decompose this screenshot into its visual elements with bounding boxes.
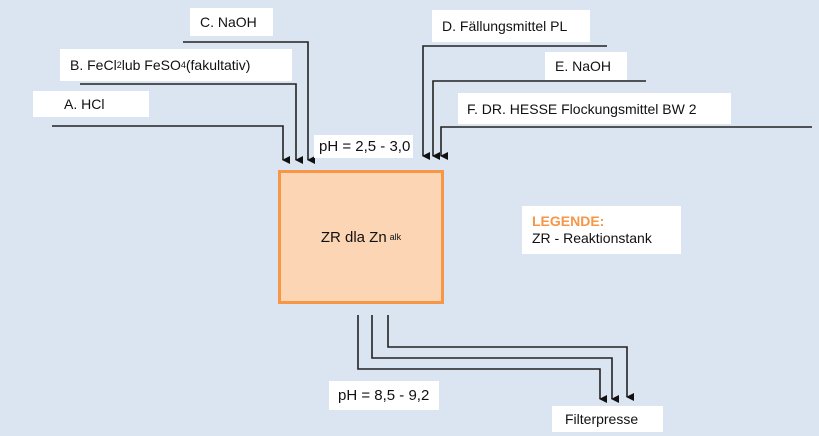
outlet-3 (387, 315, 634, 401)
legend: LEGENDE: ZR - Reaktionstank (522, 206, 681, 254)
ph-inlet-label: pH = 2,5 - 3,0 (314, 135, 413, 158)
line-f (440, 126, 812, 160)
outlet-1 (357, 315, 607, 403)
tank-label: ZR dla Zn (320, 228, 387, 246)
ph-outlet-label: pH = 8,5 - 9,2 (329, 381, 439, 410)
input-f-label: F. DR. HESSE Flockungsmittel BW 2 (458, 93, 731, 124)
outlet-2 (371, 315, 619, 403)
tank-label-sub: alk (389, 232, 402, 242)
legend-entry: ZR - Reaktionstank (532, 230, 652, 246)
input-e-label: E. NaOH (545, 52, 627, 80)
input-d-label: D. Fällungsmittel PL (432, 10, 590, 42)
filterpresse-label: Filterpresse (552, 406, 663, 432)
input-b-suffix: (fakultativ) (185, 57, 251, 73)
input-b-sub1: 2 (116, 59, 122, 70)
input-b-mid: lub FeSO (121, 57, 181, 73)
input-c-label: C. NaOH (190, 8, 273, 36)
line-e (432, 80, 646, 160)
input-b-sub2: 4 (180, 59, 186, 70)
input-a-label: A. HCl (33, 91, 149, 117)
line-b (80, 83, 303, 164)
line-a (52, 125, 290, 164)
line-c (183, 41, 315, 164)
legend-title: LEGENDE: (532, 213, 605, 229)
input-b-prefix: B. FeCl (70, 57, 117, 73)
line-d (422, 45, 607, 160)
